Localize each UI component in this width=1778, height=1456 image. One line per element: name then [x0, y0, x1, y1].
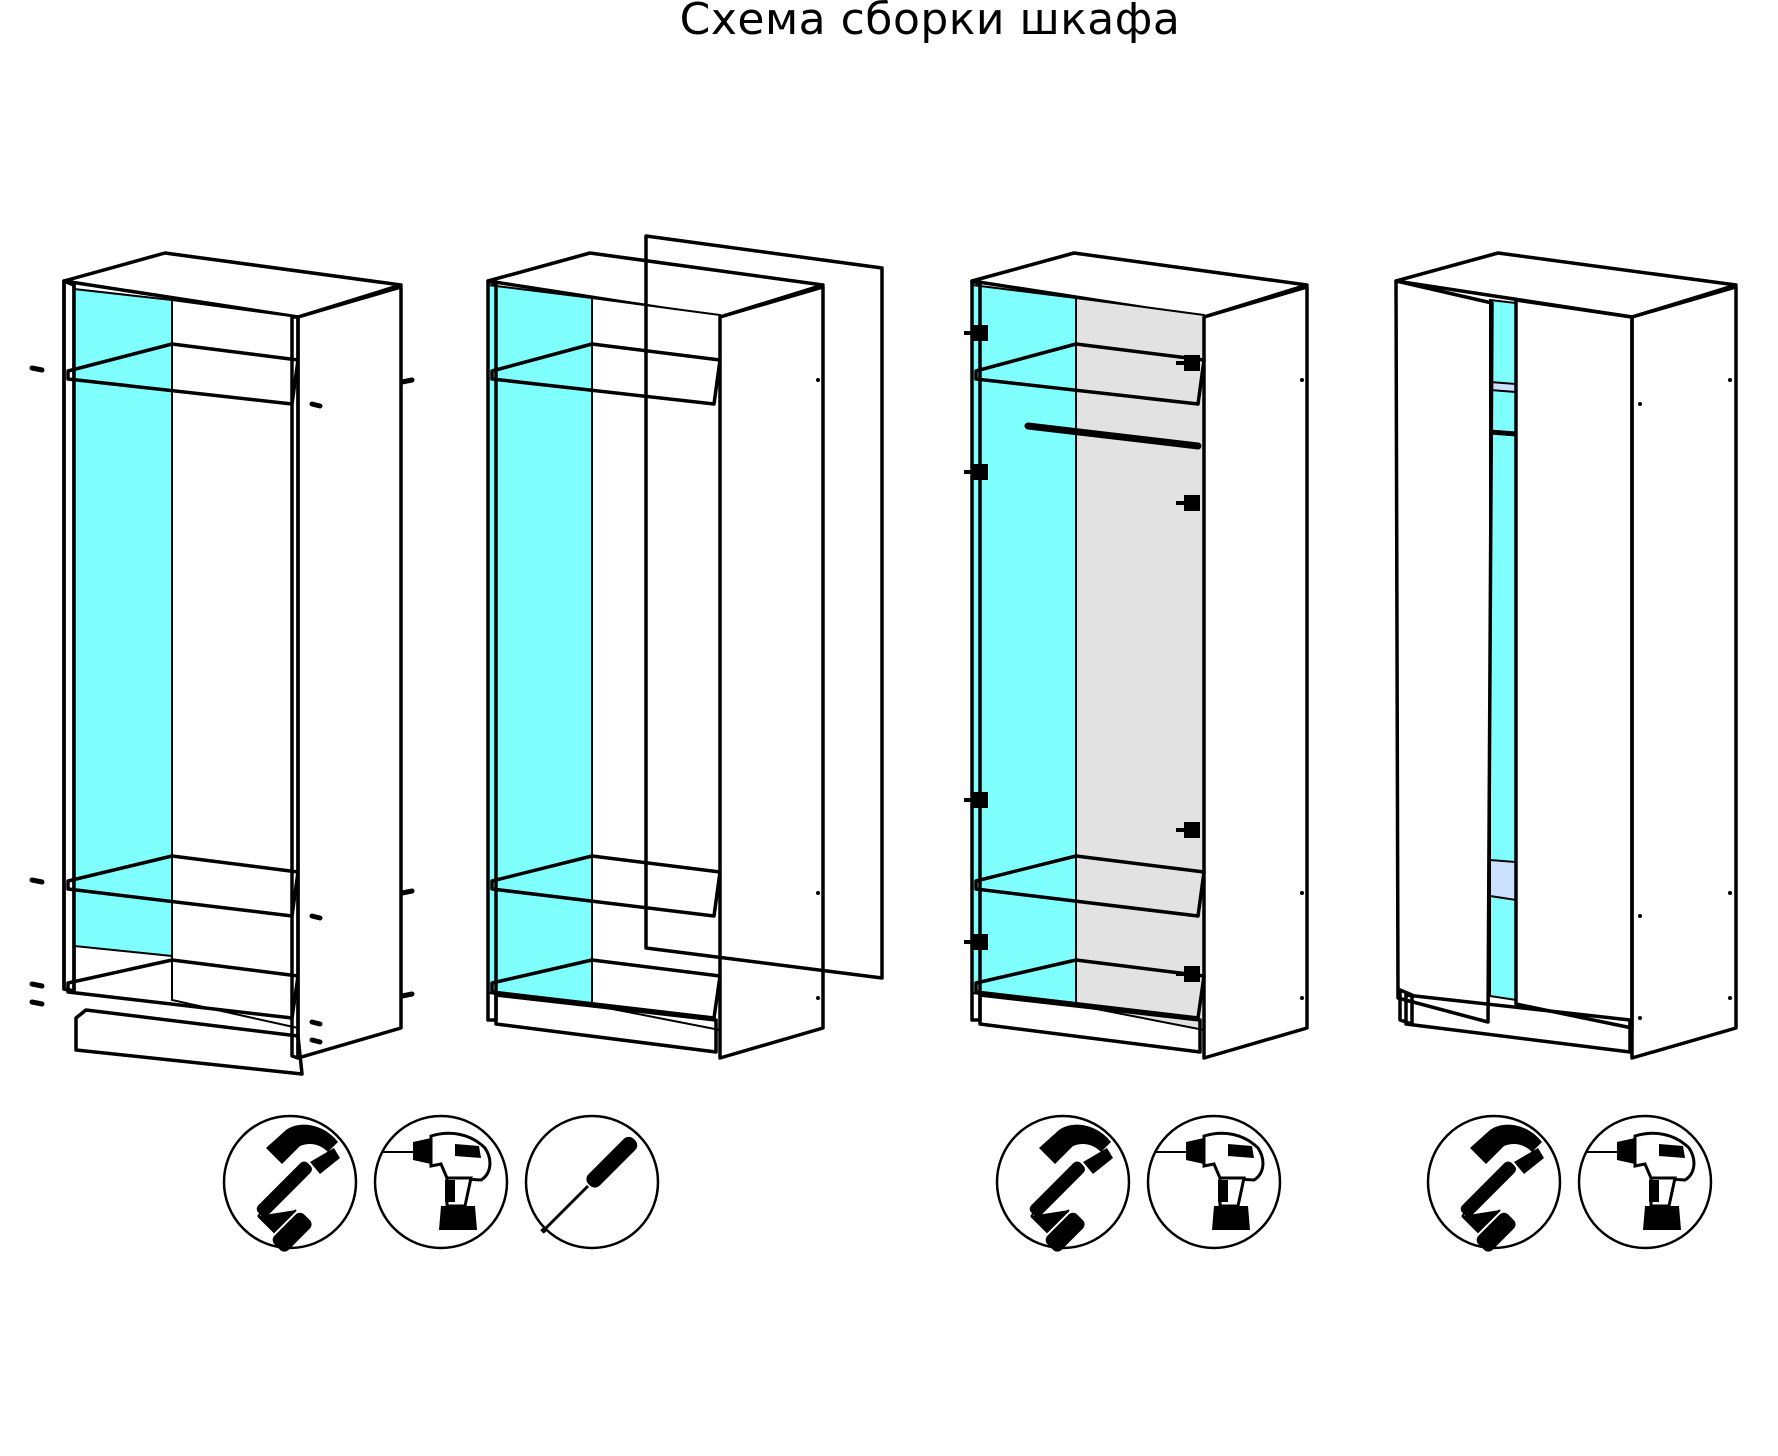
right-side-panel	[1202, 285, 1309, 1060]
back-panel	[644, 234, 884, 980]
step-2-back-panel	[486, 234, 884, 1060]
bottom-panel	[974, 958, 1206, 1020]
screwdriver-icon	[526, 1116, 658, 1248]
bottom-panel	[66, 958, 300, 1020]
bottom-panel	[490, 958, 722, 1020]
right-door	[1514, 298, 1634, 1030]
step-1-tools	[222, 1114, 658, 1256]
left-door	[1394, 279, 1494, 1024]
plinth	[74, 1008, 304, 1076]
step-3-tools	[995, 1114, 1282, 1256]
diagram-title: Схема сборки шкафа	[679, 0, 1181, 45]
right-side-panel	[718, 285, 825, 1060]
drill-icon	[1146, 1114, 1282, 1250]
hammer-icon	[1426, 1114, 1562, 1256]
plinth	[978, 993, 1202, 1054]
drill-icon	[373, 1114, 509, 1250]
upper-shelf	[66, 342, 300, 406]
upper-shelf	[490, 342, 722, 406]
drill-icon	[1577, 1114, 1713, 1250]
hammer-icon	[995, 1114, 1131, 1256]
step-3-hinges-rail	[964, 251, 1309, 1060]
dowels	[29, 365, 415, 1045]
plinth	[494, 993, 718, 1054]
upper-shelf	[974, 342, 1206, 406]
step-4-tools	[1426, 1114, 1713, 1256]
step-4-doors	[1394, 251, 1738, 1060]
back-panel	[1075, 296, 1205, 1032]
lower-shelf	[490, 854, 722, 918]
step-1-carcass-exploded	[29, 251, 415, 1076]
lower-shelf	[66, 854, 300, 918]
hammer-icon	[222, 1114, 358, 1256]
right-side-panel	[1630, 285, 1738, 1060]
lower-shelf	[974, 854, 1206, 918]
hanging-rail	[1024, 422, 1202, 450]
top-panel	[62, 251, 403, 319]
